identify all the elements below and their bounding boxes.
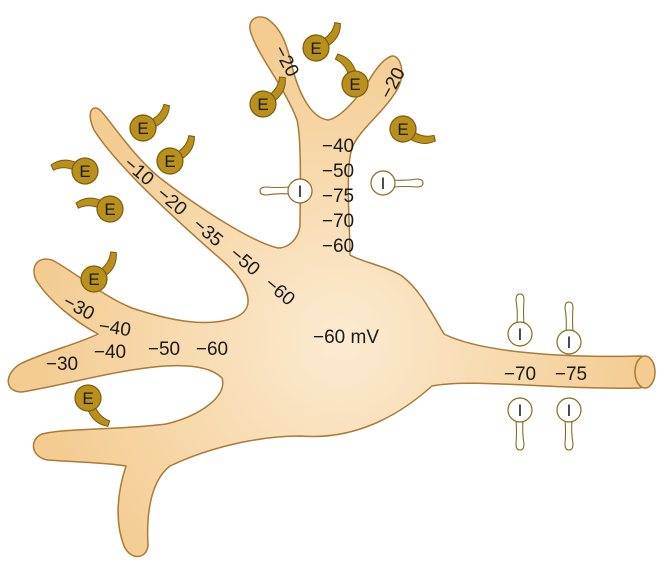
axon-labels: −70 −75	[504, 364, 587, 385]
synapse-letter: E	[88, 270, 99, 289]
synapse-letter: E	[310, 39, 321, 58]
synapse-letter: I	[567, 401, 572, 420]
soma-potential-label: −60 mV	[313, 327, 379, 348]
synapse-letter: E	[164, 152, 175, 171]
synapse-letter: E	[397, 120, 408, 139]
potential-label: −50	[148, 339, 180, 360]
potential-label: −75	[322, 186, 354, 207]
potential-label: −70	[504, 364, 536, 385]
potential-label: −40	[97, 316, 132, 341]
excitatory-synapse-icon: E	[156, 135, 195, 175]
potential-label: −70	[322, 211, 354, 232]
excitatory-synapse-icon: E	[302, 22, 341, 62]
potential-label: −60	[322, 236, 354, 257]
potential-label: −50	[322, 161, 354, 182]
excitatory-synapse-icon: E	[389, 115, 437, 144]
potential-label: −75	[555, 364, 587, 385]
potential-label: −40	[94, 342, 126, 363]
synapse-letter: I	[298, 182, 303, 201]
left-lower-branch-labels: −30 −40 −50 −60	[46, 339, 228, 375]
inhibitory-synapse-icon: I	[556, 301, 582, 355]
synapse-letter: E	[349, 75, 360, 94]
synapse-letter: E	[137, 119, 148, 138]
inhibitory-synapse-icon: I	[370, 170, 424, 196]
excitatory-synapse-icon: E	[74, 384, 111, 427]
potential-label: −60	[196, 339, 228, 360]
excitatory-synapse-icon: E	[80, 251, 117, 293]
synapse-letter: I	[567, 333, 572, 352]
excitatory-synapse-icon: E	[50, 157, 99, 185]
inhibitory-synapse-icon: I	[556, 397, 582, 451]
neuron-body	[7, 16, 656, 558]
synapse-letter: I	[381, 174, 386, 193]
synapse-letter: E	[82, 389, 93, 408]
potential-label: −30	[46, 354, 78, 375]
synapse-letter: E	[79, 162, 90, 181]
synapse-letter: E	[104, 200, 115, 219]
axon-terminal	[634, 355, 656, 389]
apical-trunk-labels: −40 −50 −75 −70 −60	[322, 136, 354, 257]
excitatory-synapse-icon: E	[129, 103, 170, 142]
synapse-letter: I	[518, 401, 523, 420]
oblique-dendrite-labels: −10 −20 −35 −50 −60	[119, 153, 298, 310]
excitatory-synapse-icon: E	[75, 195, 124, 223]
synapse-letter: E	[257, 95, 268, 114]
inhibitory-synapses: I I I I I I	[259, 170, 582, 451]
excitatory-synapse-icon: E	[334, 53, 369, 98]
synapse-letter: I	[518, 325, 523, 344]
inhibitory-synapse-icon: I	[259, 178, 313, 204]
inhibitory-synapse-icon: I	[507, 397, 533, 451]
inhibitory-synapse-icon: I	[507, 293, 533, 347]
excitatory-synapse-icon: E	[249, 76, 286, 118]
potential-label: −40	[322, 136, 354, 157]
